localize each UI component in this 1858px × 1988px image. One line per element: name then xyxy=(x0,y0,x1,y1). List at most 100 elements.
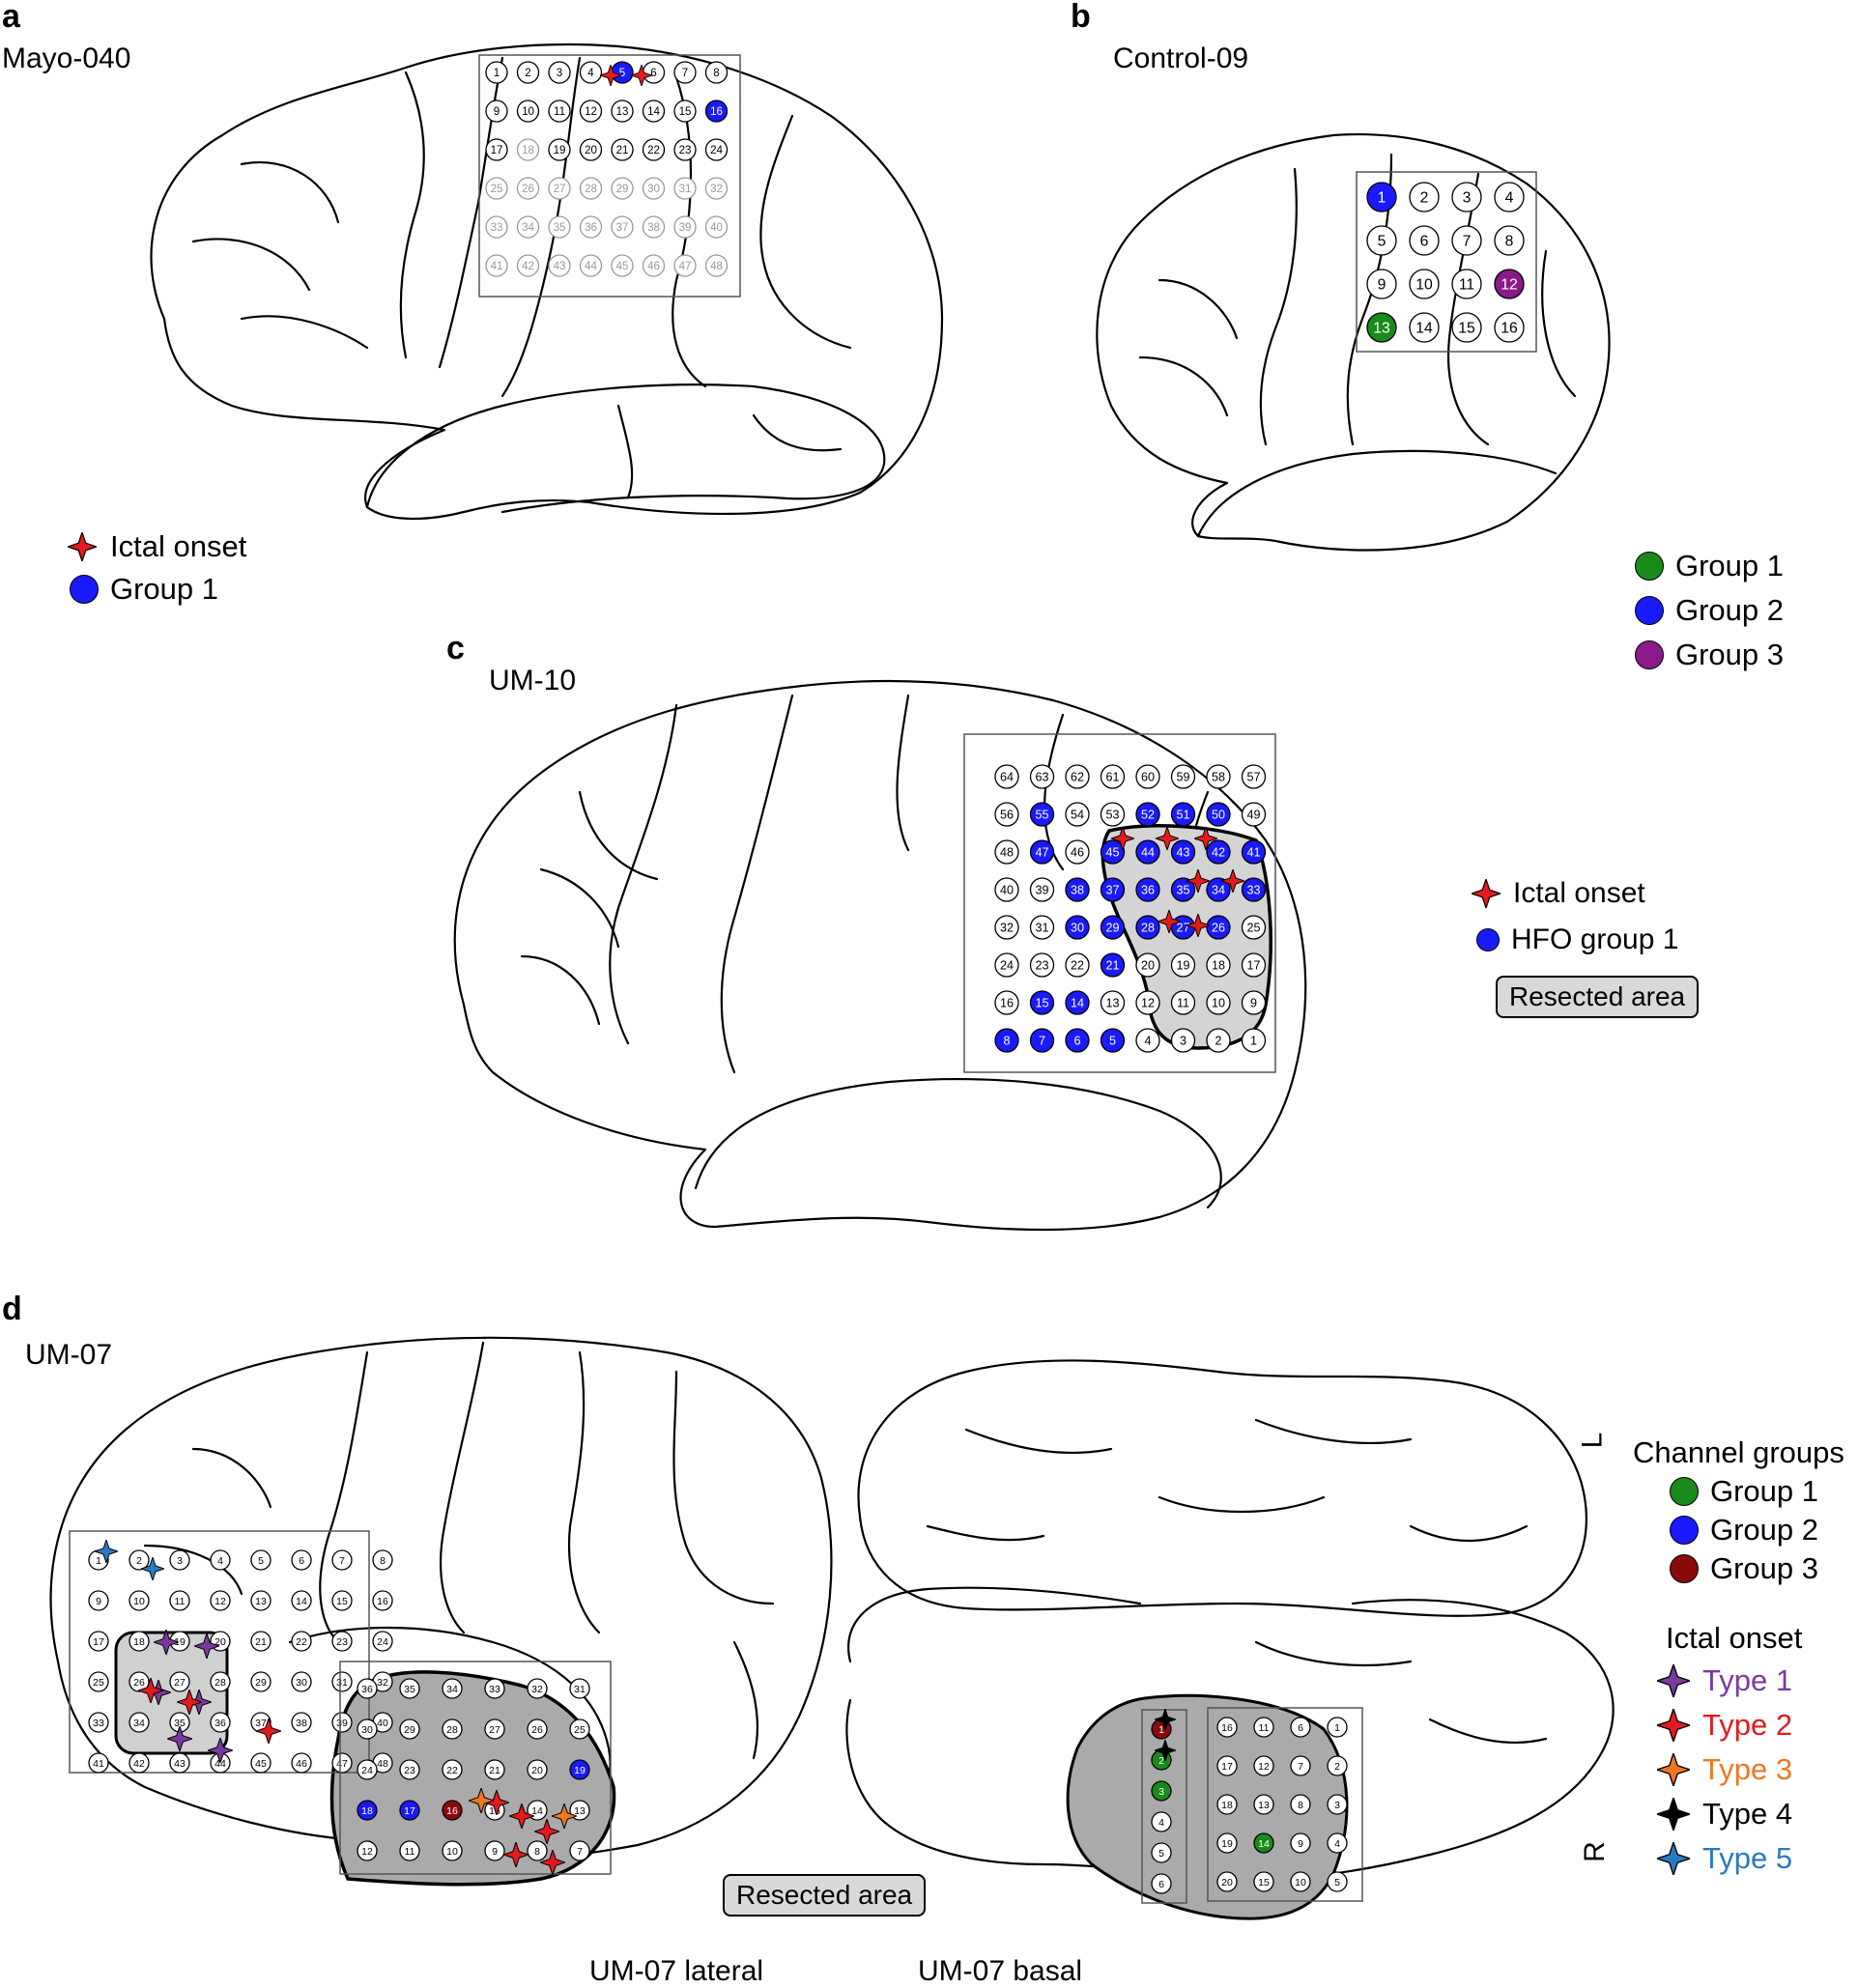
electrode-27 xyxy=(484,1718,505,1740)
panel-c-resected-area-label: Resected area xyxy=(1496,976,1700,1018)
electrode-number: 6 xyxy=(1420,234,1429,250)
electrode-number: 42 xyxy=(522,261,534,272)
electrode-number: 7 xyxy=(577,1846,583,1858)
electrode-5 xyxy=(1366,225,1397,256)
electrode-34 xyxy=(442,1678,463,1699)
panel-b-legend-group-2: Group 2 xyxy=(1635,593,1784,628)
legend-label: Group 3 xyxy=(1675,638,1785,671)
electrode-number: 23 xyxy=(336,1636,348,1648)
electrode-18 xyxy=(1206,952,1231,978)
grid-frame xyxy=(339,1661,612,1875)
electrode-number: 13 xyxy=(574,1805,586,1817)
electrode-number: 47 xyxy=(1035,846,1048,860)
electrode-38 xyxy=(642,215,666,239)
electrode-16 xyxy=(442,1800,463,1821)
electrode-9 xyxy=(485,99,508,123)
electrode-35 xyxy=(548,215,571,239)
electrode-number: 30 xyxy=(296,1677,307,1689)
electrode-number: 24 xyxy=(361,1765,373,1776)
electrode-10 xyxy=(442,1840,463,1861)
electrode-37 xyxy=(611,215,634,239)
electrode-6 xyxy=(1409,225,1440,256)
electrode-number: 46 xyxy=(1071,846,1084,860)
electrode-29 xyxy=(611,177,634,200)
electrode-number: 14 xyxy=(1258,1838,1270,1850)
electrode-number: 14 xyxy=(647,106,660,118)
electrode-number: 48 xyxy=(710,261,723,272)
electrode-number: 51 xyxy=(1176,809,1189,822)
electrode-23 xyxy=(673,138,697,161)
electrode-23 xyxy=(1029,952,1055,978)
electrode-17 xyxy=(88,1631,109,1652)
electrode-number: 1 xyxy=(1334,1722,1340,1734)
electrode-number: 16 xyxy=(1000,997,1014,1010)
electrode-19 xyxy=(1216,1832,1238,1854)
electrode-number: 9 xyxy=(1298,1838,1303,1850)
electrode-number: 21 xyxy=(1105,959,1119,973)
electrode-3 xyxy=(1451,182,1482,213)
electrode-31 xyxy=(331,1671,353,1692)
electrode-15 xyxy=(1253,1871,1274,1892)
electrode-12 xyxy=(357,1840,378,1861)
electrode-number: 37 xyxy=(616,222,629,234)
electrode-39 xyxy=(673,215,697,239)
electrode-15 xyxy=(331,1590,353,1611)
group-1-dot-icon xyxy=(1670,1477,1699,1506)
electrode-number: 45 xyxy=(1105,846,1119,860)
star-icon xyxy=(1657,1798,1690,1831)
electrode-number: 8 xyxy=(534,1846,540,1858)
electrode-number: 4 xyxy=(1158,1817,1164,1829)
panel-d-caption-lateral: UM-07 lateral xyxy=(589,1955,764,1987)
electrode-41 xyxy=(1241,839,1267,865)
panel-d-subject: UM-07 xyxy=(25,1339,113,1371)
ictal-onset-title-text: Ictal onset xyxy=(1666,1621,1803,1655)
electrode-number: 32 xyxy=(377,1677,388,1689)
electrode-39 xyxy=(331,1712,353,1733)
electrode-number: 38 xyxy=(1071,884,1084,897)
electrode-number: 19 xyxy=(1176,959,1189,973)
electrode-3 xyxy=(169,1549,190,1571)
electrode-number: 6 xyxy=(650,68,656,79)
electrode-number: 5 xyxy=(1109,1035,1116,1048)
star-icon xyxy=(1657,1664,1690,1697)
electrode-number: 47 xyxy=(336,1758,348,1770)
electrode-number: 16 xyxy=(446,1805,458,1817)
electrode-21 xyxy=(250,1631,272,1652)
electrode-number: 34 xyxy=(522,222,534,234)
electrode-number: 1 xyxy=(1158,1724,1164,1736)
channel-group-1: Group 1 xyxy=(1670,1474,1818,1509)
electrode-number: 35 xyxy=(404,1684,415,1695)
electrode-7 xyxy=(1029,1028,1055,1053)
electrode-2 xyxy=(1206,1028,1231,1053)
electrode-6 xyxy=(1151,1873,1172,1894)
electrode-37 xyxy=(1100,877,1126,902)
panel-a-brain-outline xyxy=(150,43,944,521)
panel-c-legend-ictal-onset: Ictal onset xyxy=(1471,877,1645,910)
electrode-number: 37 xyxy=(255,1718,267,1729)
electrode-number: 26 xyxy=(531,1724,543,1736)
electrode-56 xyxy=(994,802,1019,827)
electrode-48 xyxy=(994,839,1019,865)
electrode-41 xyxy=(485,254,508,277)
electrode-15 xyxy=(1029,990,1055,1015)
electrode-32 xyxy=(994,915,1019,940)
electrode-number: 40 xyxy=(377,1718,388,1729)
channel-groups-title: Channel groups xyxy=(1633,1435,1844,1470)
electrode-number: 13 xyxy=(1373,321,1390,337)
electrode-number: 57 xyxy=(1246,771,1260,784)
electrode-number: 27 xyxy=(554,184,566,195)
electrode-number: 39 xyxy=(336,1718,348,1729)
electrode-number: 35 xyxy=(554,222,566,234)
panel-b-legend-group-1: Group 1 xyxy=(1635,549,1784,583)
electrode-43 xyxy=(548,254,571,277)
grid-frame xyxy=(1141,1709,1187,1904)
electrode-number: 18 xyxy=(133,1636,145,1648)
legend-label: Group 2 xyxy=(1675,593,1785,627)
electrode-13 xyxy=(1100,990,1126,1015)
electrode-number: 2 xyxy=(525,68,530,79)
electrode-16 xyxy=(1216,1717,1238,1738)
electrode-25 xyxy=(1241,915,1267,940)
